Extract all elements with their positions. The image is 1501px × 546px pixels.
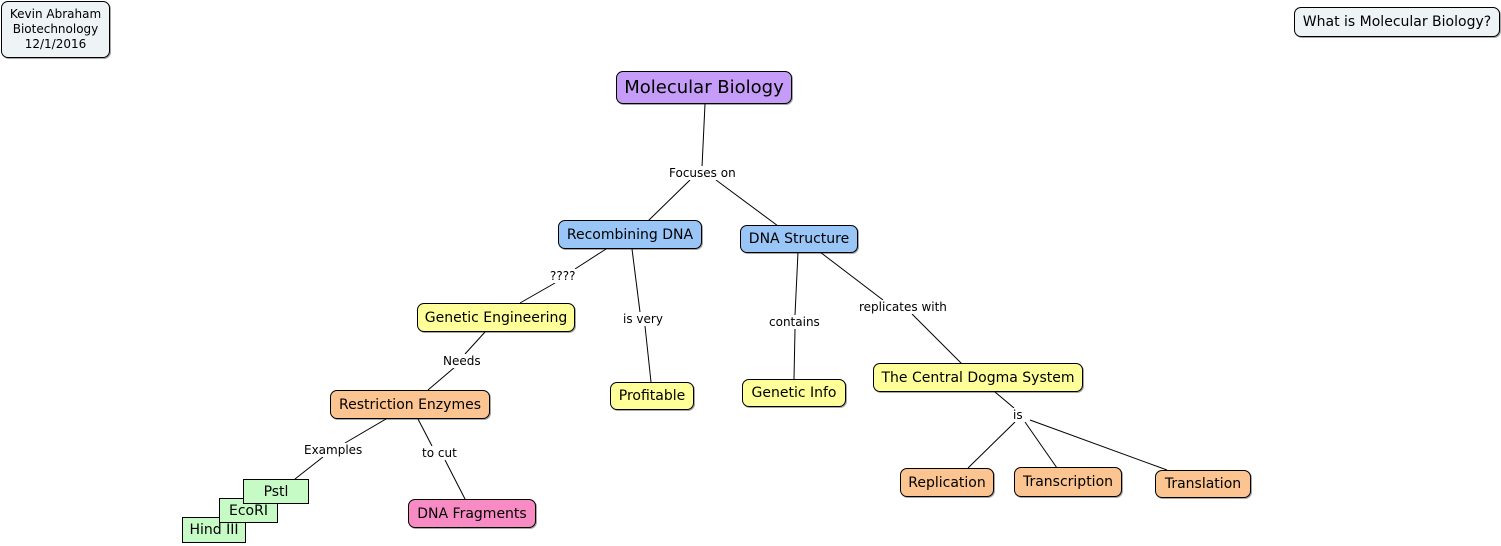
link-examples[interactable]: Examples bbox=[303, 443, 364, 457]
concept-label: DNA Structure bbox=[748, 231, 850, 247]
concept-dna-fragments[interactable]: DNA Fragments bbox=[408, 499, 536, 528]
concept-genetic-engineering[interactable]: Genetic Engineering bbox=[417, 303, 575, 332]
concept-label: EcoRI bbox=[229, 502, 268, 519]
author-info-box: Kevin Abraham Biotechnology 12/1/2016 bbox=[1, 1, 110, 58]
focus-question-box: What is Molecular Biology? bbox=[1294, 7, 1500, 37]
concept-label: Transcription bbox=[1022, 474, 1114, 490]
author-name: Kevin Abraham bbox=[9, 7, 102, 21]
concept-pstl[interactable]: Pstl bbox=[243, 479, 309, 504]
link-focuses-on[interactable]: Focuses on bbox=[668, 166, 737, 180]
concept-label: Restriction Enzymes bbox=[338, 396, 481, 413]
concept-label: Molecular Biology bbox=[624, 77, 784, 98]
concept-label: The Central Dogma System bbox=[881, 369, 1075, 386]
concept-label: Genetic Info bbox=[751, 385, 837, 401]
concept-label: Profitable bbox=[618, 388, 686, 404]
concept-label: Replication bbox=[908, 474, 986, 491]
course-name: Biotechnology bbox=[12, 22, 99, 36]
concept-label: Translation bbox=[1164, 476, 1242, 492]
concept-transcription[interactable]: Transcription bbox=[1014, 467, 1122, 497]
concept-central-dogma[interactable]: The Central Dogma System bbox=[873, 363, 1083, 392]
concept-molecular-biology[interactable]: Molecular Biology bbox=[616, 71, 792, 104]
focus-question: What is Molecular Biology? bbox=[1302, 13, 1492, 30]
link-replicates-with[interactable]: replicates with bbox=[858, 300, 948, 314]
concept-label: Pstl bbox=[263, 483, 289, 500]
concept-replication[interactable]: Replication bbox=[900, 468, 994, 497]
link-to-cut[interactable]: to cut bbox=[421, 446, 458, 460]
concept-translation[interactable]: Translation bbox=[1155, 470, 1251, 498]
concept-label: Recombining DNA bbox=[566, 226, 694, 243]
date: 12/1/2016 bbox=[24, 37, 87, 51]
link-needs[interactable]: Needs bbox=[442, 354, 482, 368]
concept-label: DNA Fragments bbox=[417, 505, 527, 522]
concept-genetic-info[interactable]: Genetic Info bbox=[742, 379, 846, 407]
concept-label: Genetic Engineering bbox=[424, 309, 568, 326]
link-unknown[interactable]: ???? bbox=[549, 269, 577, 283]
concept-restriction-enzymes[interactable]: Restriction Enzymes bbox=[330, 390, 490, 419]
link-is-very[interactable]: is very bbox=[622, 312, 664, 326]
concept-label: Hind III bbox=[189, 522, 239, 538]
link-contains[interactable]: contains bbox=[768, 315, 821, 329]
concept-profitable[interactable]: Profitable bbox=[610, 382, 694, 410]
concept-dna-structure[interactable]: DNA Structure bbox=[740, 225, 858, 253]
link-is[interactable]: is bbox=[1012, 408, 1024, 422]
concept-recombining-dna[interactable]: Recombining DNA bbox=[558, 220, 702, 249]
